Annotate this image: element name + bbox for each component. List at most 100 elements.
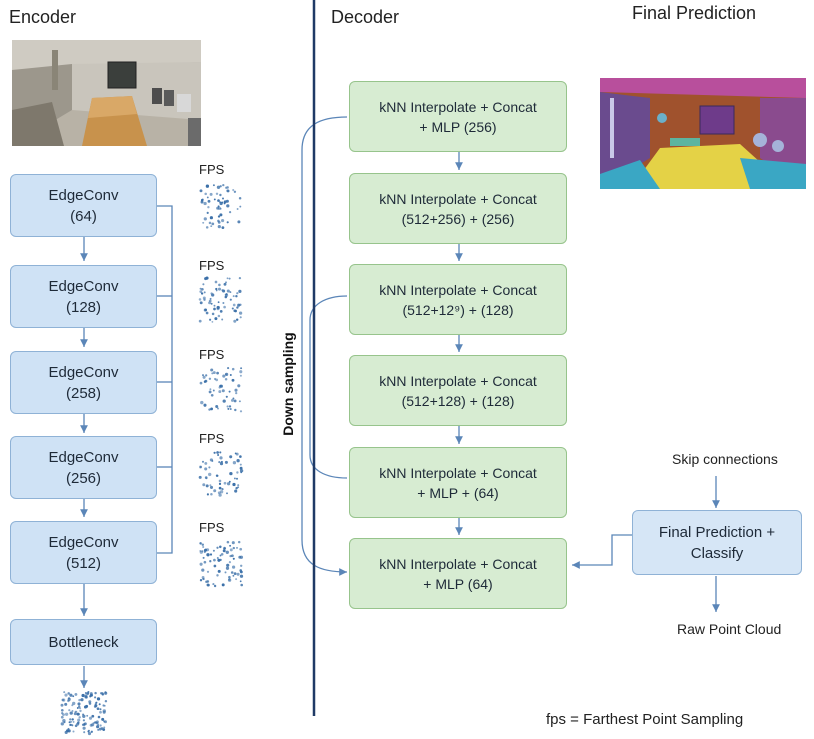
cloud-point bbox=[225, 395, 228, 398]
cloud-point bbox=[229, 408, 232, 410]
cloud-point bbox=[215, 192, 219, 196]
decoder-block-line1: kNN Interpolate + Concat bbox=[379, 555, 537, 572]
cloud-point bbox=[228, 560, 232, 564]
cloud-point bbox=[72, 701, 76, 706]
cloud-point bbox=[221, 389, 225, 393]
cloud-point bbox=[200, 292, 204, 295]
cloud-point bbox=[226, 289, 230, 293]
cloud-point bbox=[206, 211, 209, 214]
cloud-point bbox=[233, 319, 237, 323]
cloud-point bbox=[235, 477, 239, 480]
cloud-point bbox=[212, 184, 215, 187]
cloud-point bbox=[202, 375, 206, 379]
cloud-point bbox=[232, 295, 235, 298]
cloud-point bbox=[104, 720, 107, 724]
cloud-point bbox=[216, 574, 219, 577]
cloud-point bbox=[226, 221, 229, 224]
cloud-point bbox=[218, 283, 221, 287]
fps-label: FPS bbox=[199, 520, 225, 535]
cloud-point bbox=[222, 183, 225, 187]
cloud-point bbox=[202, 221, 205, 224]
cloud-point bbox=[69, 711, 73, 715]
cloud-point bbox=[236, 292, 239, 295]
cloud-point bbox=[199, 550, 203, 554]
cloud-point bbox=[212, 583, 215, 586]
cloud-point bbox=[232, 188, 235, 192]
cloud-point bbox=[231, 541, 235, 545]
cloud-point bbox=[208, 466, 211, 469]
cloud-point bbox=[206, 196, 209, 199]
cloud-point bbox=[199, 301, 203, 305]
cloud-point bbox=[239, 455, 242, 458]
cloud-point bbox=[201, 460, 205, 463]
cloud-point bbox=[219, 310, 223, 313]
raw-point-cloud-label: Raw Point Cloud bbox=[677, 621, 782, 637]
cloud-point bbox=[204, 277, 208, 281]
point-cloud bbox=[199, 540, 244, 588]
cloud-point bbox=[71, 718, 74, 721]
cloud-point bbox=[219, 545, 222, 549]
cloud-point bbox=[226, 189, 230, 193]
cloud-point bbox=[205, 311, 209, 315]
cloud-point bbox=[222, 374, 226, 378]
cloud-point bbox=[203, 291, 206, 294]
cloud-point bbox=[226, 204, 230, 208]
cloud-point bbox=[213, 584, 217, 588]
edgeconv-block-64: EdgeConv (64) bbox=[10, 174, 157, 237]
edgeconv-label: EdgeConv bbox=[48, 186, 119, 204]
cloud-point bbox=[89, 723, 93, 727]
edgeconv-block-128: EdgeConv (128) bbox=[10, 265, 157, 328]
cloud-point bbox=[219, 451, 222, 454]
decoder-block-6: kNN Interpolate + Concat + MLP (64) bbox=[349, 538, 567, 609]
cloud-point bbox=[219, 462, 224, 466]
cloud-point bbox=[83, 705, 88, 709]
down-sampling-label: Down sampling bbox=[280, 332, 296, 436]
cloud-point bbox=[87, 690, 90, 694]
final-prediction-classify-block: Final Prediction + Classify bbox=[632, 510, 802, 575]
cloud-point bbox=[238, 276, 242, 280]
cloud-point bbox=[218, 493, 222, 497]
cloud-point bbox=[219, 201, 223, 206]
cloud-point bbox=[203, 560, 207, 564]
cloud-point bbox=[236, 572, 240, 576]
cloud-point bbox=[210, 393, 214, 397]
cloud-point bbox=[102, 728, 106, 731]
cloud-point bbox=[87, 732, 92, 736]
cloud-point bbox=[203, 217, 207, 221]
cloud-point bbox=[217, 454, 220, 456]
cloud-point bbox=[72, 695, 75, 698]
cloud-point bbox=[235, 486, 238, 490]
final-box-line2: Classify bbox=[690, 544, 744, 562]
cloud-point bbox=[233, 572, 237, 575]
decoder-block-line2: (512+128) + (128) bbox=[401, 392, 515, 409]
cloud-point bbox=[216, 371, 219, 375]
cloud-point bbox=[208, 472, 212, 477]
decoder-block-line2: (512+12⁹) + (128) bbox=[402, 301, 514, 318]
cloud-point bbox=[237, 384, 241, 388]
cloud-point bbox=[210, 368, 214, 372]
cloud-point bbox=[67, 729, 70, 732]
edgeconv-size: (512) bbox=[65, 554, 102, 572]
cloud-point bbox=[203, 403, 207, 407]
decoder-block-line1: kNN Interpolate + Concat bbox=[379, 281, 537, 298]
final-box-line1: Final Prediction + bbox=[658, 523, 776, 541]
cloud-point bbox=[94, 691, 97, 695]
cloud-point bbox=[212, 389, 215, 392]
cloud-point bbox=[226, 405, 229, 408]
cloud-point bbox=[64, 693, 68, 697]
point-cloud bbox=[199, 183, 242, 230]
cloud-point bbox=[221, 219, 225, 223]
cloud-point bbox=[201, 568, 205, 572]
cloud-point bbox=[232, 482, 236, 487]
cloud-point bbox=[217, 206, 221, 210]
cloud-point bbox=[206, 493, 209, 496]
cloud-point bbox=[204, 467, 208, 471]
cloud-point bbox=[99, 708, 102, 711]
edgeconv-label: EdgeConv bbox=[48, 533, 119, 551]
cloud-point bbox=[209, 484, 212, 487]
cloud-point bbox=[201, 575, 205, 579]
cloud-point bbox=[89, 692, 93, 696]
cloud-point bbox=[84, 695, 88, 699]
point-cloud bbox=[198, 451, 244, 497]
cloud-point bbox=[74, 724, 78, 728]
